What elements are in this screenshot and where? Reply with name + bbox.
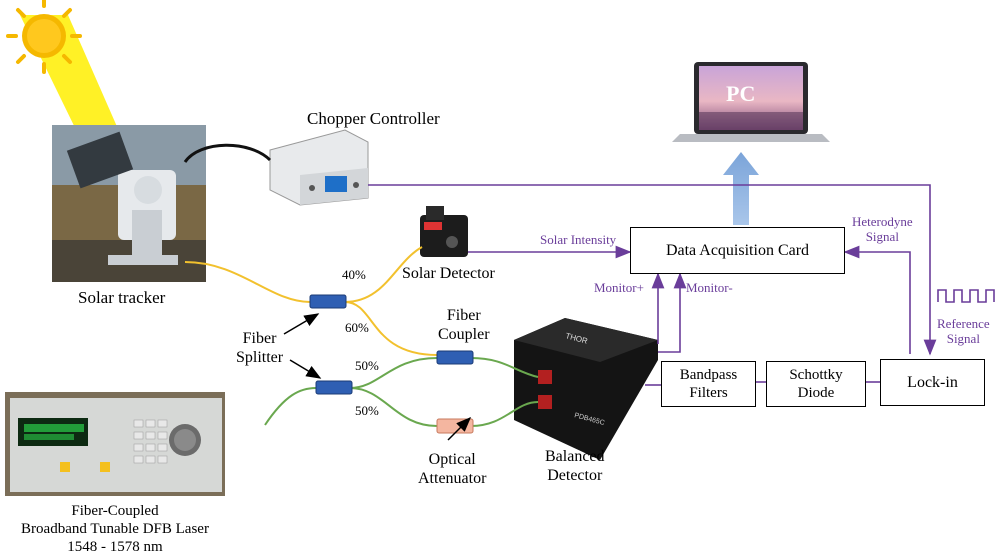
balanced-detector-label: Balanced Detector — [545, 447, 605, 485]
splitter-pointer-bottom — [289, 359, 322, 379]
schottky-line2: Diode — [797, 385, 835, 401]
solar-intensity-label: Solar Intensity — [540, 232, 617, 247]
reference-line2: Signal — [946, 331, 980, 346]
fiber-coupler-label: Fiber Coupler — [438, 306, 490, 344]
split-bottom-upper-pct: 50% — [355, 358, 379, 373]
reference-signal-label: Reference Signal — [937, 316, 990, 346]
fiber-splitter-label-line2: Splitter — [236, 349, 284, 366]
solar-tracker-label: Solar tracker — [78, 288, 166, 307]
dfb-laser-image — [5, 392, 225, 496]
split-top-lower-pct: 60% — [345, 320, 369, 335]
optical-attenuator-label: Optical Attenuator — [418, 450, 486, 488]
monitor-minus-label: Monitor- — [686, 280, 733, 295]
bandpass-line2: Filters — [689, 385, 728, 401]
chopper-controller-label: Chopper Controller — [307, 109, 440, 128]
heterodyne-signal-label: Heterodyne Signal — [852, 214, 913, 244]
laser-label: Fiber-Coupled Broadband Tunable DFB Lase… — [5, 502, 225, 556]
chopper-cable — [183, 143, 272, 163]
daq-to-pc-arrow — [723, 152, 759, 225]
fiber-splitter-top — [309, 294, 347, 309]
chopper-controller-device — [269, 129, 369, 206]
optical-attenuator-label-line2: Attenuator — [418, 470, 487, 487]
split-bottom-lower-pct: 50% — [355, 403, 379, 418]
balanced-detector-label-line2: Detector — [547, 467, 603, 484]
balanced-detector-label-line1: Balanced — [545, 448, 605, 465]
balanced-detector-device: THOR PDB465C — [514, 318, 658, 460]
lock-in-box: Lock-in — [880, 359, 985, 406]
splitter-pointer-top — [283, 313, 320, 335]
solar-fiber-paths — [184, 246, 438, 356]
laser-fiber-paths — [264, 357, 539, 427]
solar-detector-device — [420, 206, 468, 257]
pc-laptop-icon — [672, 62, 830, 142]
fiber-coupler — [436, 350, 474, 365]
heterodyne-line1: Heterodyne — [852, 214, 913, 229]
solar-detector-label: Solar Detector — [402, 265, 495, 282]
daq-box: Data Acquisition Card — [630, 227, 845, 274]
heterodyne-line2: Signal — [865, 229, 899, 244]
fiber-coupler-label-line1: Fiber — [446, 307, 481, 324]
optical-attenuator-label-line1: Optical — [428, 451, 476, 468]
monitor-plus-label: Monitor+ — [594, 280, 644, 295]
fiber-splitter-bottom — [315, 380, 353, 395]
laser-label-line3: 1548 - 1578 nm — [67, 539, 163, 555]
laser-label-line1: Fiber-Coupled — [71, 503, 159, 519]
split-top-upper-pct: 40% — [342, 267, 366, 282]
fiber-splitter-label: Fiber Splitter — [236, 329, 283, 367]
solar-tracker-image — [52, 125, 206, 282]
reference-square-wave — [937, 289, 995, 303]
attenuator-arrow — [447, 416, 472, 441]
fiber-splitter-label-line1: Fiber — [242, 330, 277, 347]
signal-lines — [368, 184, 937, 386]
bandpass-line1: Bandpass — [679, 367, 738, 383]
reference-line1: Reference — [937, 316, 990, 331]
sun-icon — [6, 0, 82, 74]
laser-label-line2: Broadband Tunable DFB Laser — [21, 521, 209, 537]
fiber-coupler-label-line2: Coupler — [438, 326, 490, 343]
schottky-line1: Schottky — [789, 367, 843, 383]
pc-label: PC — [726, 81, 756, 106]
